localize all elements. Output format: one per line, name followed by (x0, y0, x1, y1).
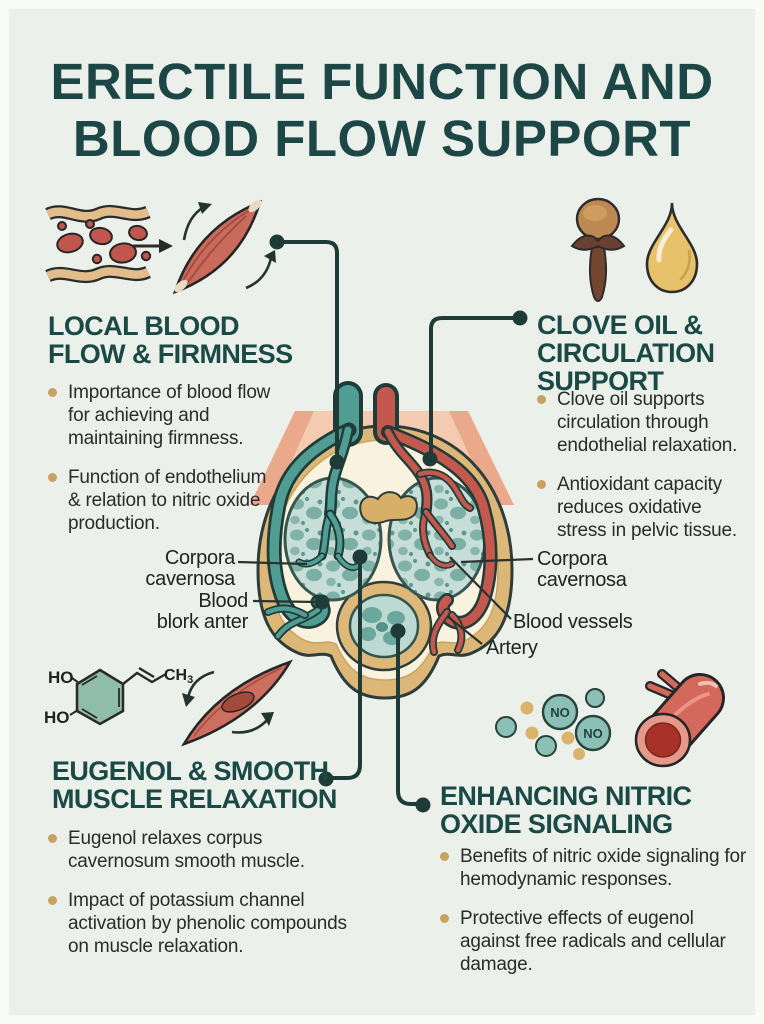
list-item: Eugenol relaxes corpus cavernosum smooth… (48, 827, 348, 873)
bullet-dot (537, 395, 546, 404)
poster-title: ERECTILE FUNCTION AND BLOOD FLOW SUPPORT (9, 53, 755, 167)
label-blood-vessels: Blood vessels (513, 611, 633, 633)
list-item: Protective effects of eugenol against fr… (440, 907, 746, 976)
bullet-dot (440, 852, 449, 861)
heading-local-blood-flow: LOCAL BLOOD FLOW & FIRMNESS (48, 311, 293, 369)
title-line-1: ERECTILE FUNCTION AND (50, 53, 714, 110)
heading-clove-oil: CLOVE OIL & CIRCULATION SUPPORT (537, 310, 715, 396)
artery-red (373, 383, 498, 656)
bullet-dot (48, 834, 57, 843)
label-corpora-cavernosa-left: Corpora cavernosa (145, 547, 235, 590)
clove-icon (570, 197, 626, 302)
nitric-oxide-molecules-icon: NO NO (495, 688, 612, 760)
heading-eugenol: EUGENOL & SMOOTH MUSCLE RELAXATION (52, 756, 337, 814)
connector-lines (277, 240, 520, 806)
label-corpora-cavernosa-right: Corpora cavernosa (537, 548, 627, 591)
list-item: Antioxidant capacity reduces oxidative s… (537, 473, 749, 542)
bullets-nitric-oxide: Benefits of nitric oxide signaling for h… (440, 845, 746, 976)
artery-tube-icon (634, 669, 725, 768)
ch3-label: CH3 (164, 667, 193, 686)
bullet-dot (48, 388, 57, 397)
no-label-2: NO (583, 726, 603, 741)
vein-teal (264, 381, 363, 640)
bullet-dot (440, 914, 449, 923)
bullets-local-blood-flow: Importance of blood flow for achieving a… (48, 381, 272, 535)
label-artery: Artery (486, 637, 538, 659)
muscle-contraction-icon (172, 199, 276, 295)
bullet-dot (537, 480, 546, 489)
connector-dots (269, 234, 528, 813)
oil-drop-icon (645, 202, 699, 294)
list-item: Function of endothelium & relation to ni… (48, 466, 272, 535)
bullets-eugenol: Eugenol relaxes corpus cavernosum smooth… (48, 827, 348, 958)
ho-top-label: HO (48, 668, 74, 687)
smooth-muscle-cell-icon (181, 659, 293, 747)
eugenol-molecule-icon: HO HO CH3 (44, 666, 193, 727)
list-item: Importance of blood flow for achieving a… (48, 381, 272, 450)
blood-vessel-icon (45, 204, 173, 284)
list-item: Benefits of nitric oxide signaling for h… (440, 845, 746, 891)
poster-artwork: HO HO CH3 (44, 197, 725, 813)
list-item: Clove oil supports circulation through e… (537, 388, 749, 457)
heading-nitric-oxide: ENHANCING NITRIC OXIDE SIGNALING (440, 781, 692, 839)
title-line-2: BLOOD FLOW SUPPORT (72, 110, 692, 167)
bullet-dot (48, 896, 57, 905)
bullet-dot (48, 473, 57, 482)
no-label-1: NO (550, 705, 570, 720)
list-item: Impact of potassium channel activation b… (48, 889, 348, 958)
cross-section-diagram (250, 381, 514, 700)
ho-bottom-label: HO (44, 708, 70, 727)
urethra-top-blob (359, 491, 418, 525)
bullets-clove-oil: Clove oil supports circulation through e… (537, 388, 749, 542)
label-blood-blork-anter: Blood blork anter (156, 590, 249, 633)
label-leader-lines (237, 556, 534, 645)
